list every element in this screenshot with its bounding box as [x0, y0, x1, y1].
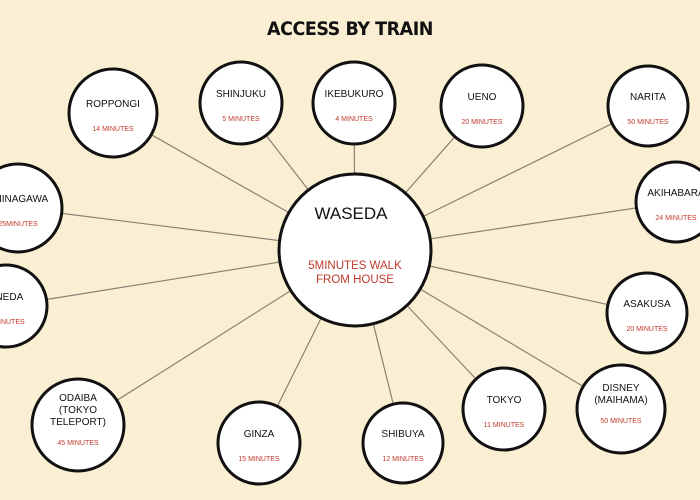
station-name: UENO [468, 92, 497, 103]
station-travel-time: 45 MINUTES [57, 440, 99, 447]
station-node-ikebukuro: IKEBUKURO 4 MINUTES [311, 60, 397, 146]
station-circle [311, 60, 397, 146]
station-name: AKIHABARA [647, 188, 700, 199]
station-node-akihabara: AKIHABARA 24 MINUTES [634, 160, 700, 244]
station-node-shinagawa: SHINAGAWA 25MINUTES [0, 162, 64, 254]
connector-line-akihabara [430, 207, 637, 240]
station-circle [606, 64, 690, 148]
station-travel-time: 15 MINUTES [238, 456, 280, 463]
station-circle [461, 366, 547, 452]
station-travel-time: 4 MINUTES [335, 116, 373, 123]
station-travel-time: 0 MINUTES [0, 319, 25, 326]
station-nodes: ROPPONGI 14 MINUTES SHINJUKU 5 MINUTES IKEBU… [0, 60, 700, 486]
station-name: ROPPONGI [86, 99, 140, 110]
station-name: ODAIBA [59, 393, 97, 404]
station-name: SHINAGAWA [0, 194, 49, 205]
station-circle [439, 63, 525, 149]
station-name: DISNEY [602, 383, 640, 394]
station-node-tokyo: TOKYO 11 MINUTES [461, 366, 547, 452]
station-travel-time: 14 MINUTES [92, 126, 134, 133]
station-name: NARITA [630, 92, 666, 103]
station-node-disney: DISNEY(MAIHAMA) 50 MINUTES [575, 363, 667, 455]
station-node-shibuya: SHIBUYA 12 MINUTES [361, 401, 445, 485]
station-name: (MAIHAMA) [594, 395, 647, 406]
station-circle [30, 377, 126, 473]
station-circle [198, 60, 284, 146]
station-node-ueno: UENO 20 MINUTES [439, 63, 525, 149]
hub-circle [277, 172, 433, 328]
station-circle [0, 162, 64, 254]
connector-line-shibuya [372, 323, 394, 405]
station-circle [634, 160, 700, 244]
connector-line-ueno [404, 136, 456, 194]
hub-note: 5MINUTES WALK [308, 260, 402, 272]
station-name: (TOKYO [59, 405, 97, 416]
station-travel-time: 50 MINUTES [600, 418, 642, 425]
station-travel-time: 25MINUTES [0, 221, 38, 228]
station-name: GINZA [244, 429, 275, 440]
station-circle [361, 401, 445, 485]
station-node-roppongi: ROPPONGI 14 MINUTES [67, 67, 159, 159]
station-name: SHINJUKU [216, 89, 266, 100]
station-node-shinjuku: SHINJUKU 5 MINUTES [198, 60, 284, 146]
connector-line-shinagawa [61, 212, 280, 242]
station-circle [67, 67, 159, 159]
hub-node-waseda: WASEDA 5MINUTES WALK FROM HOUSE [277, 172, 433, 328]
station-node-narita: NARITA 50 MINUTES [606, 64, 690, 148]
hub-name: WASEDA [314, 204, 388, 223]
station-travel-time: 24 MINUTES [655, 215, 697, 222]
station-name: TOKYO [487, 395, 522, 406]
station-name: ANEDA [0, 292, 24, 303]
connector-line-tokyo [406, 305, 477, 380]
station-travel-time: 20 MINUTES [626, 326, 668, 333]
station-node-haneda: ANEDA 0 MINUTES [0, 263, 49, 349]
connector-line-ginza [276, 317, 322, 407]
connector-line-asakusa [429, 265, 609, 306]
connector-line-shinjuku [265, 135, 309, 191]
station-circle [605, 271, 689, 355]
station-circle [216, 400, 302, 486]
station-name: IKEBUKURO [325, 89, 384, 100]
station-node-ginza: GINZA 15 MINUTES [216, 400, 302, 486]
station-travel-time: 11 MINUTES [484, 422, 525, 429]
connector-line-narita [422, 123, 613, 218]
diagram-title: ACCESS BY TRAIN [267, 18, 433, 40]
station-travel-time: 50 MINUTES [627, 119, 669, 126]
station-name: SHIBUYA [381, 429, 424, 440]
station-name: ASAKUSA [623, 299, 671, 310]
station-travel-time: 20 MINUTES [461, 119, 503, 126]
connector-line-roppongi [151, 134, 290, 214]
connector-line-disney [419, 288, 584, 387]
station-circle [0, 263, 49, 349]
station-travel-time: 5 MINUTES [222, 116, 260, 123]
station-circle [575, 363, 667, 455]
connector-lines [46, 123, 637, 407]
hub-note: FROM HOUSE [316, 274, 394, 286]
station-travel-time: 12 MINUTES [382, 456, 424, 463]
connector-line-odaiba [116, 290, 292, 401]
station-node-asakusa: ASAKUSA 20 MINUTES [605, 271, 689, 355]
connector-line-haneda [46, 261, 281, 301]
station-name: TELEPORT) [50, 417, 106, 428]
